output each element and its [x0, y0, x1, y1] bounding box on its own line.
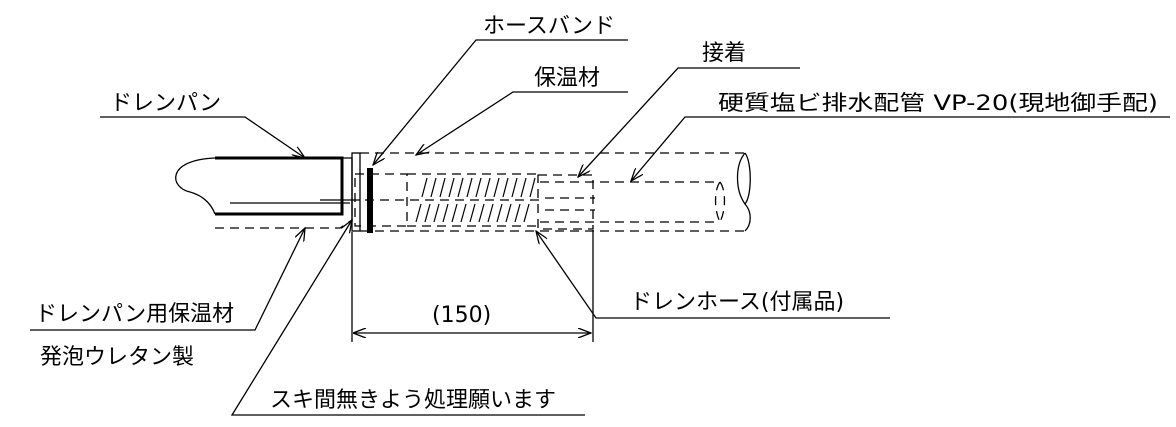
label-dimension: (150) [432, 303, 491, 328]
label-adhesive: 接着 [702, 41, 746, 66]
hose-rib [478, 203, 485, 223]
leader-lines [30, 39, 1170, 416]
hose-rib [433, 203, 440, 223]
hose-rib [493, 177, 500, 198]
hose-rib [469, 203, 476, 223]
hose-rib [511, 177, 518, 198]
label-pan-insulation: ドレンパン用保温材 [35, 302, 234, 327]
hose-rib [484, 177, 491, 198]
hose-rib [424, 203, 431, 223]
hose-rib [529, 177, 536, 198]
hose-rib [457, 177, 464, 198]
label-drain-hose: ドレンホース(付属品) [630, 290, 844, 315]
hose-rib [505, 203, 512, 223]
hose-rib [451, 203, 458, 223]
hose-rib [475, 177, 482, 198]
label-insulation: 保温材 [534, 66, 600, 91]
hose-rib [430, 177, 437, 198]
dimension-150 [351, 230, 594, 342]
drain-hose [354, 173, 540, 227]
hose-rib [466, 177, 473, 198]
hose-rib [502, 177, 509, 198]
hose-rib [415, 203, 422, 223]
drain-pan [175, 156, 350, 216]
label-drain-pan: ドレンパン [110, 91, 221, 116]
drain-pan-insulation [215, 157, 353, 229]
hose-rib [487, 203, 494, 223]
hose-rib [514, 203, 521, 223]
adhesive-joint [537, 174, 595, 230]
hose-rib [448, 177, 455, 198]
hose-rib [496, 203, 503, 223]
label-hose-band: ホースバンド [483, 14, 615, 39]
label-no-gap: スキ間無きよう処理願います [270, 388, 556, 413]
hose-rib [439, 177, 446, 198]
hose-rib [523, 203, 530, 223]
label-urethane: 発泡ウレタン製 [40, 345, 194, 370]
hose-rib [442, 203, 449, 223]
hose-rib [421, 177, 428, 198]
hose-rib [520, 177, 527, 198]
label-pvc-pipe: 硬質塩ビ排水配管 VP-20(現地御手配) [718, 91, 1158, 115]
insulation-tube [351, 152, 745, 232]
hose-rib [460, 203, 467, 223]
